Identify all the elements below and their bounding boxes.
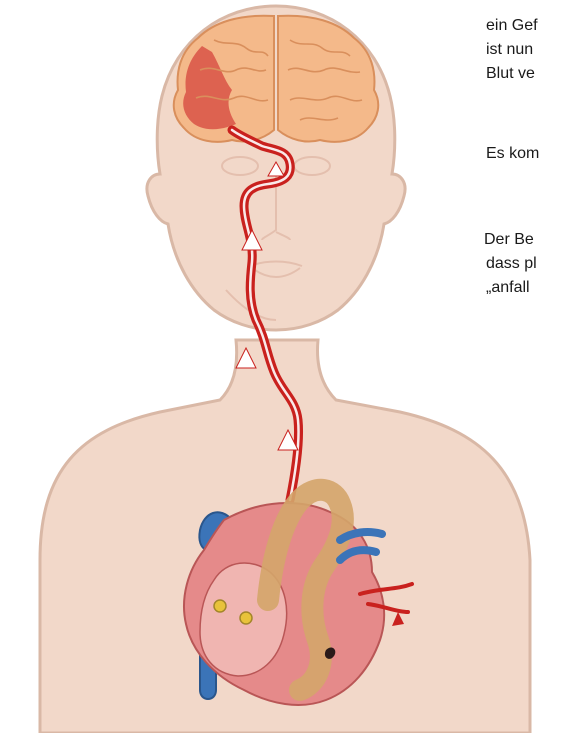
text-line: ist nun — [486, 40, 533, 60]
text-line: Blut ve — [486, 64, 535, 84]
brain-right-hemisphere — [278, 16, 378, 142]
text-line: dass pl — [486, 254, 537, 274]
text-line: Der Be — [484, 230, 534, 250]
text-line: Es kom — [486, 144, 539, 164]
text-line: „anfall — [486, 278, 530, 298]
text-line: ein Gef — [486, 16, 538, 36]
